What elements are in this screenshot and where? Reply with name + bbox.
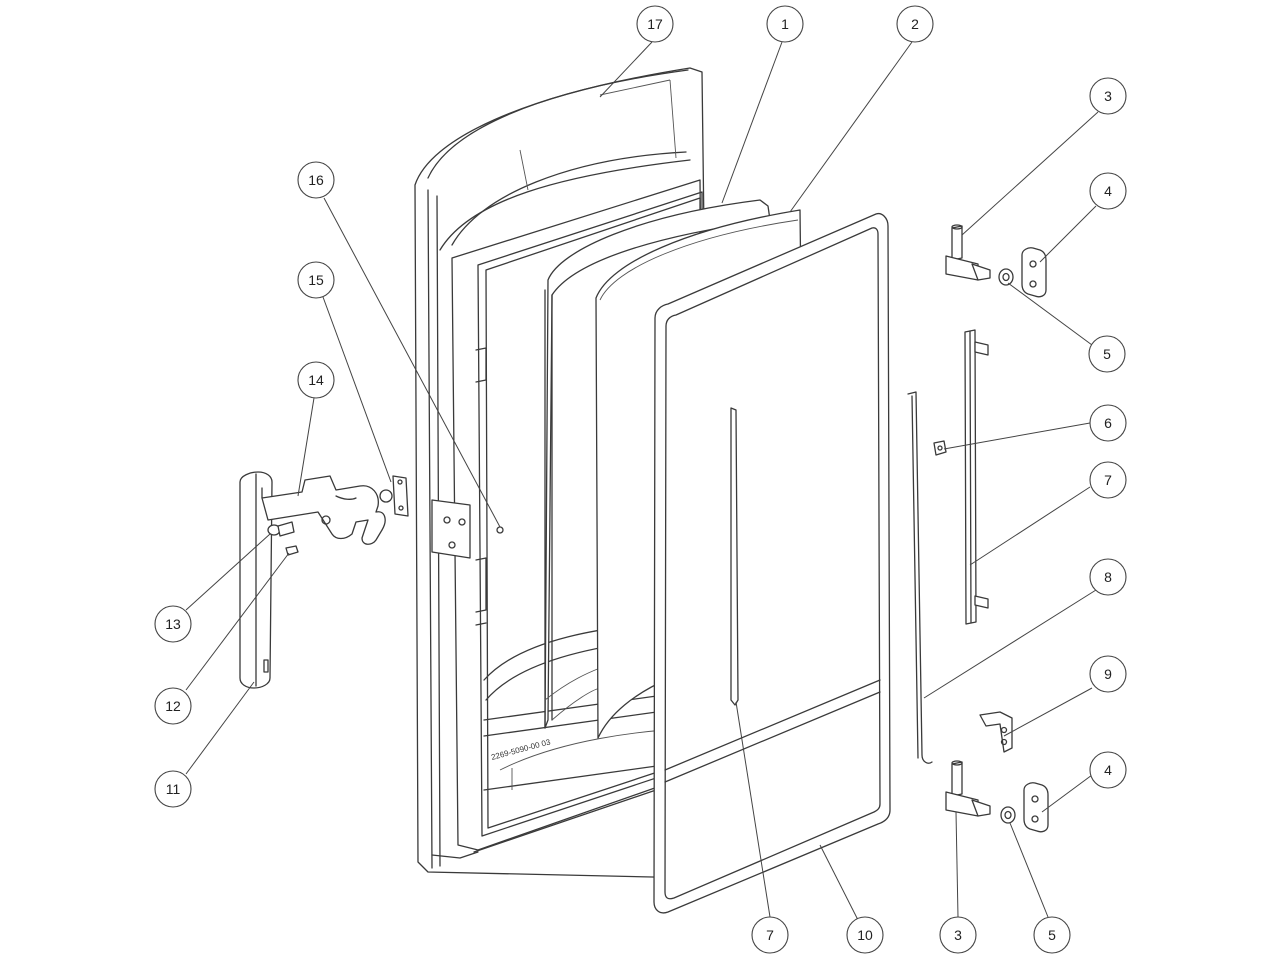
callout-3-bottom: 3 [939, 916, 977, 954]
callout-7-right-label: 7 [1104, 472, 1112, 488]
hinge-plate-part-4-top [1021, 247, 1047, 298]
screw-part-13 [267, 521, 295, 537]
callout-7-bottom: 7 [751, 916, 789, 954]
callout-5-top: 5 [1088, 335, 1126, 373]
callout-3-bottom-label: 3 [954, 927, 962, 943]
callout-7-right: 7 [1089, 461, 1127, 499]
callout-9-label: 9 [1104, 666, 1112, 682]
callout-10: 10 [846, 916, 884, 954]
callout-14: 14 [297, 361, 335, 399]
callout-11: 11 [154, 770, 192, 808]
washer-part-5-bottom [1000, 806, 1016, 824]
callout-4-top-label: 4 [1104, 183, 1112, 199]
washer-part-5-top [998, 268, 1014, 286]
callout-6: 6 [1089, 404, 1127, 442]
callout-11-label: 11 [166, 781, 181, 797]
callout-16-label: 16 [308, 172, 324, 188]
callout-17-label: 17 [647, 16, 663, 32]
callout-13-label: 13 [165, 616, 181, 632]
callout-10-label: 10 [857, 927, 873, 943]
vertical-bar-part-7 [964, 329, 989, 625]
callout-16: 16 [297, 161, 335, 199]
callout-8-label: 8 [1104, 569, 1112, 585]
callout-3-top: 3 [1089, 77, 1127, 115]
callout-2-label: 2 [911, 16, 919, 32]
rod-part-8 [907, 391, 933, 764]
callout-5-top-label: 5 [1103, 346, 1111, 362]
callout-14-label: 14 [308, 372, 324, 388]
callout-1-label: 1 [781, 16, 789, 32]
hinge-plate-part-4-bottom [1023, 782, 1049, 833]
callout-7-bottom-label: 7 [766, 927, 774, 943]
bracket-part-9 [979, 711, 1013, 753]
callout-4-bottom: 4 [1089, 751, 1127, 789]
callout-5-bottom-label: 5 [1048, 927, 1056, 943]
hinge-pin-part-3-top [945, 224, 991, 281]
front-frame-part-10 [653, 212, 891, 914]
callout-1: 1 [766, 5, 804, 43]
callout-6-label: 6 [1104, 415, 1112, 431]
callout-4-top: 4 [1089, 172, 1127, 210]
screw-part-16 [496, 526, 504, 534]
leader-lines [185, 41, 1099, 921]
callout-8: 8 [1089, 558, 1127, 596]
callout-15-label: 15 [308, 272, 324, 288]
pin-part-12 [285, 545, 299, 556]
callout-12-label: 12 [165, 698, 181, 714]
striker-part-15 [379, 475, 409, 517]
handle-part-11 [239, 471, 273, 689]
clip-part-6 [933, 440, 947, 456]
hinge-pin-part-3-bottom [945, 760, 991, 817]
callout-2: 2 [896, 5, 934, 43]
callout-13: 13 [154, 605, 192, 643]
latch-arm-part-14 [261, 475, 386, 545]
callout-5-bottom: 5 [1033, 916, 1071, 954]
callout-4-bottom-label: 4 [1104, 762, 1112, 778]
callout-15: 15 [297, 261, 335, 299]
callout-3-top-label: 3 [1104, 88, 1112, 104]
callout-9: 9 [1089, 655, 1127, 693]
callout-12: 12 [154, 687, 192, 725]
callout-17: 17 [636, 5, 674, 43]
